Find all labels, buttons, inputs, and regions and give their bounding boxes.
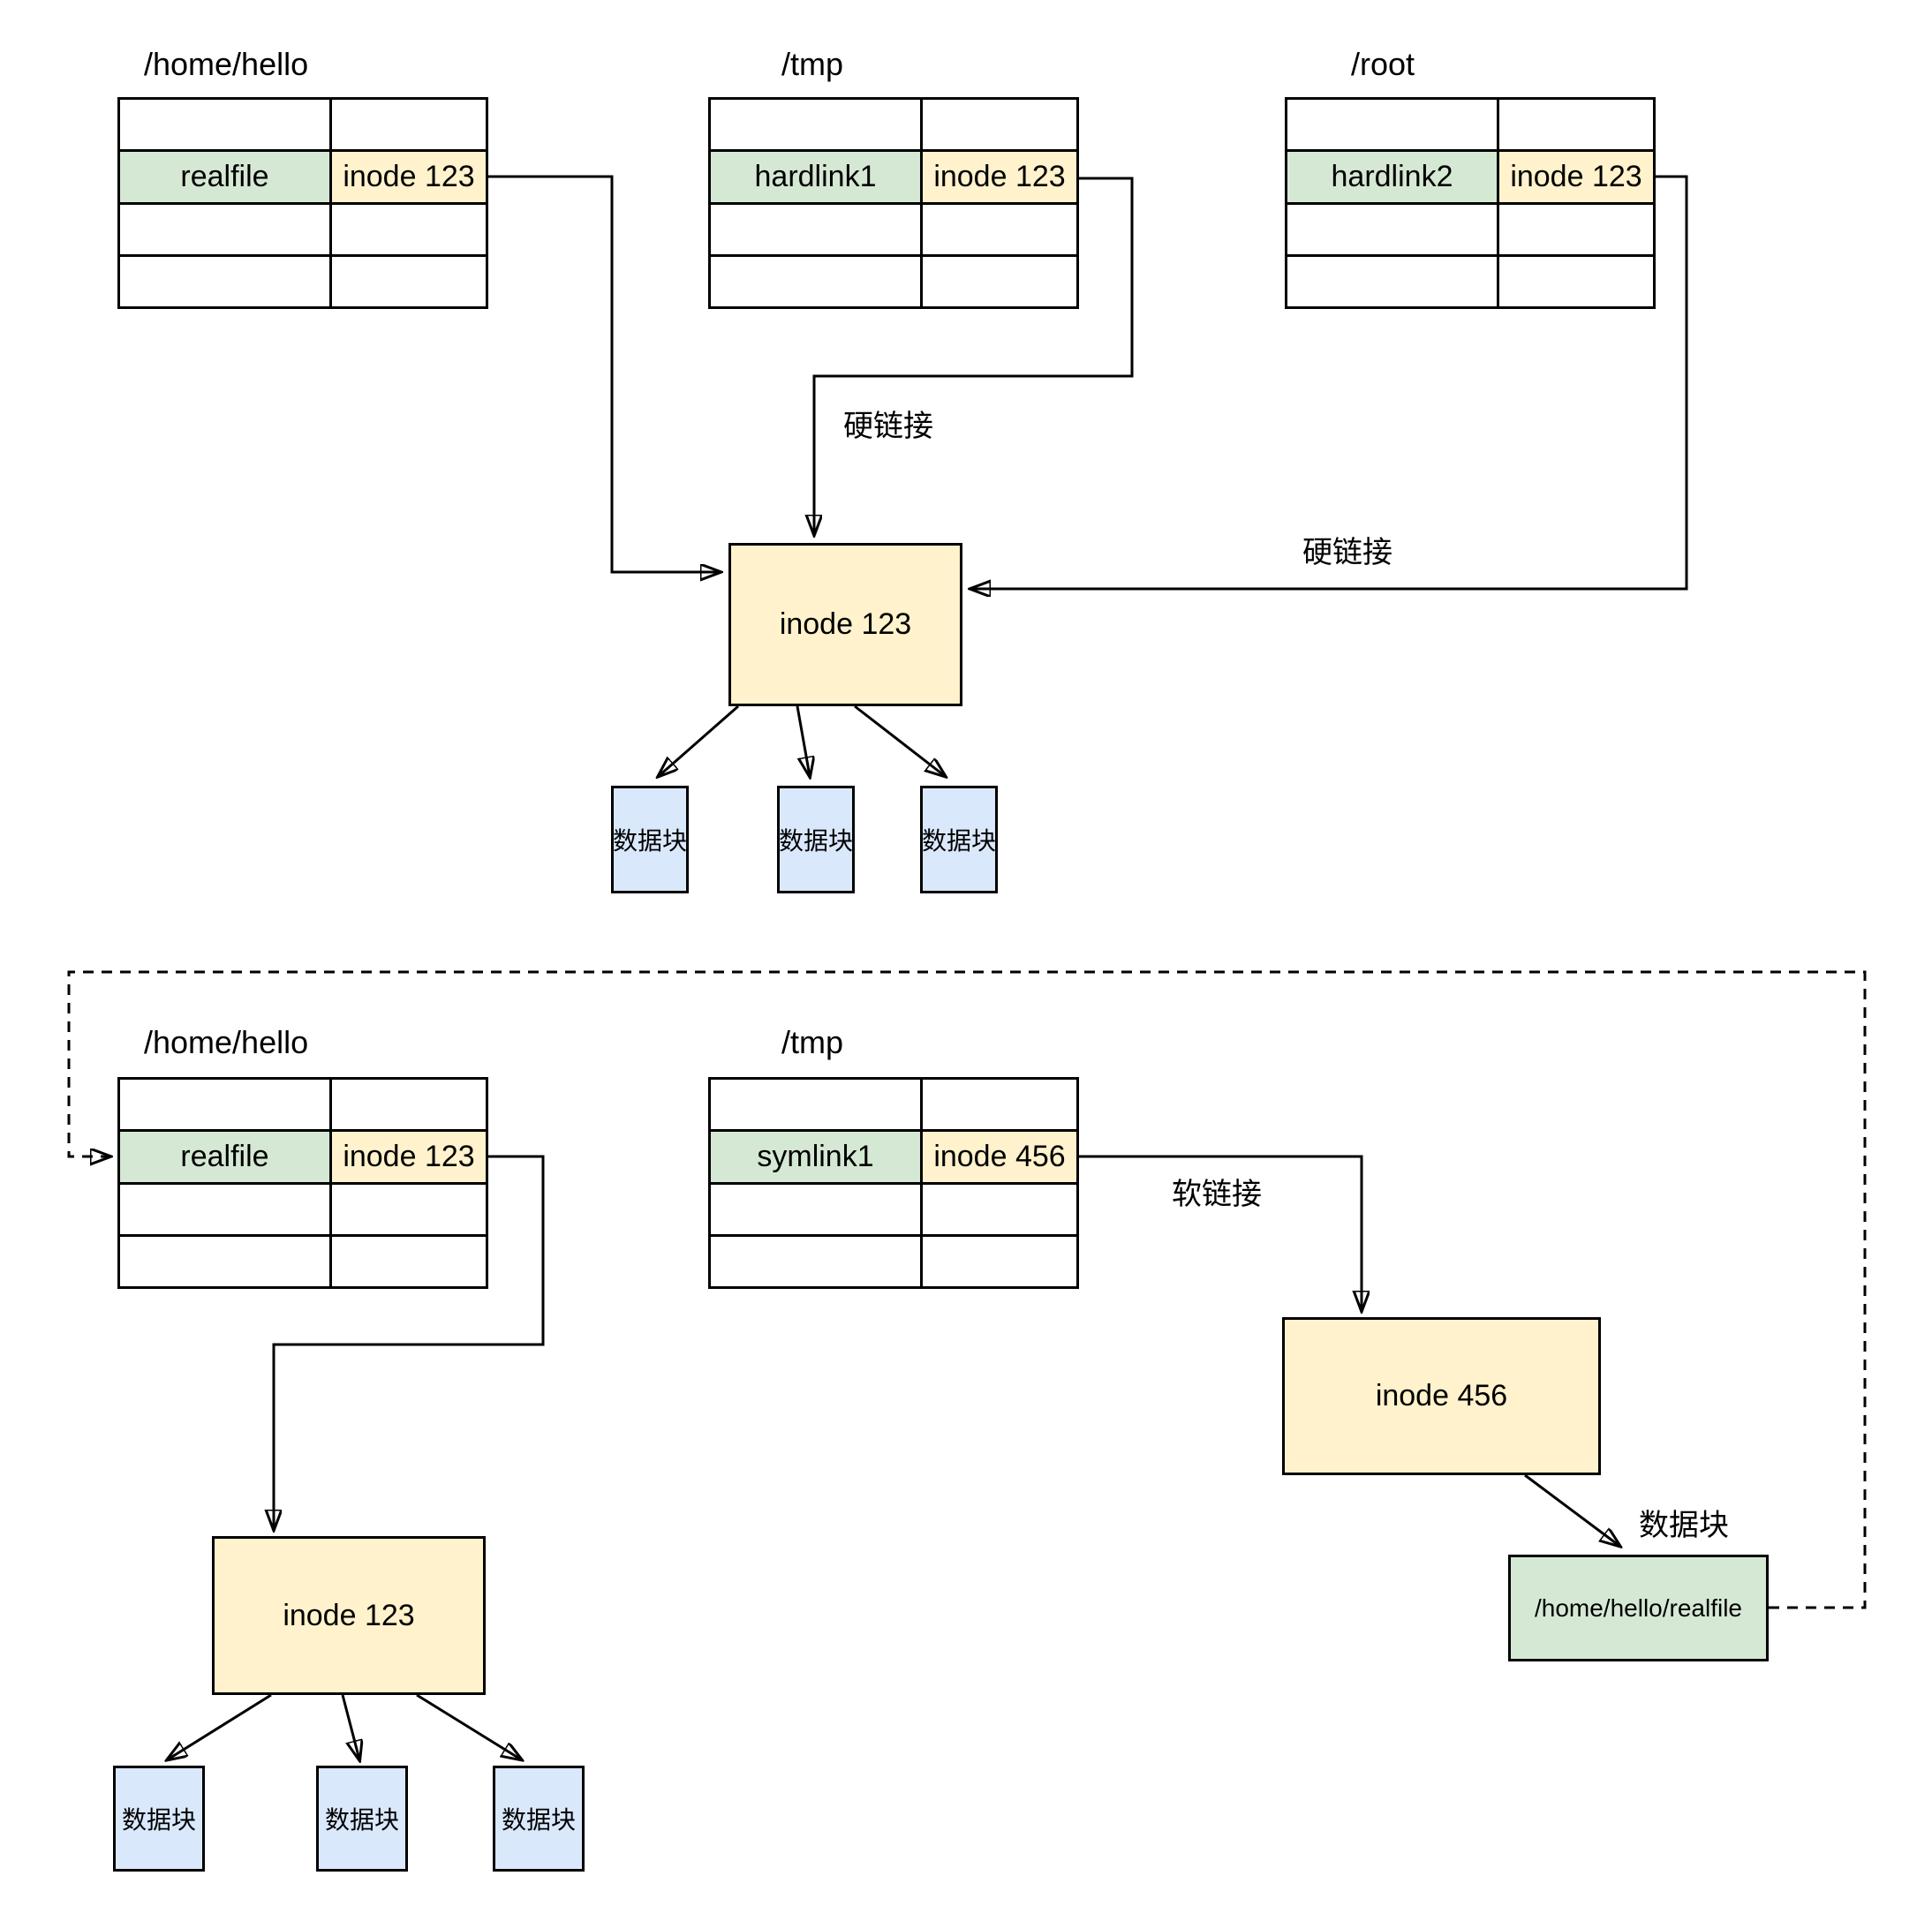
filename-cell-realfile-bottom: realfile [120, 1132, 332, 1182]
inode-to-datablock-arrow-top-3 [854, 704, 945, 776]
inode-to-datablock-arrow-bottom-3 [416, 1693, 521, 1759]
inode-456-box: inode 456 [1282, 1317, 1601, 1475]
hardlink-arrow-home-hello [488, 175, 720, 572]
data-block-bottom-3: 数据块 [493, 1766, 585, 1872]
table-title-home-hello-bottom: /home/hello [144, 1024, 309, 1060]
inode-123-box-top: inode 123 [728, 543, 962, 706]
filename-cell-hardlink1: hardlink1 [711, 152, 923, 202]
inode-cell-hardlink2: inode 123 [1499, 152, 1653, 202]
table-title-tmp-bottom: /tmp [781, 1024, 844, 1060]
inode-123-box-bottom: inode 123 [212, 1536, 486, 1695]
data-block-top-2: 数据块 [777, 786, 855, 893]
realfile-path-box: /home/hello/realfile [1508, 1555, 1769, 1661]
table-title-home-hello-top: /home/hello [144, 46, 309, 82]
data-block-bottom-2: 数据块 [316, 1766, 408, 1872]
data-block-top-1: 数据块 [611, 786, 689, 893]
inode-to-datablock-arrow-bottom-2 [341, 1694, 359, 1759]
directory-table-root: hardlink2 inode 123 [1285, 97, 1656, 309]
data-block-bottom-1: 数据块 [113, 1766, 205, 1872]
hardlink-label-root: 硬链接 [1302, 536, 1392, 569]
directory-table-tmp-top: hardlink1 inode 123 [708, 97, 1079, 309]
inode-to-datablock-arrow-top-2 [796, 705, 810, 776]
directory-table-home-hello-top: realfile inode 123 [117, 97, 488, 309]
softlink-label: 软链接 [1172, 1178, 1262, 1211]
inode456-to-path-arrow [1524, 1473, 1619, 1546]
filename-cell-symlink1: symlink1 [711, 1132, 923, 1182]
inode-cell-hardlink1: inode 123 [923, 152, 1076, 202]
table-title-root: /root [1351, 46, 1415, 82]
data-block-top-3: 数据块 [920, 786, 998, 893]
filename-cell-realfile-top: realfile [120, 152, 332, 202]
directory-table-tmp-bottom: symlink1 inode 456 [708, 1077, 1079, 1289]
table-title-tmp-top: /tmp [781, 46, 844, 82]
datablock-label-symlink: 数据块 [1639, 1509, 1729, 1542]
inode-cell-realfile-top: inode 123 [332, 152, 486, 202]
directory-table-home-hello-bottom: realfile inode 123 [117, 1077, 488, 1289]
symlink-resolution-dashed-arrow [67, 970, 1867, 1609]
hardlink-label-tmp: 硬链接 [843, 410, 933, 443]
inode-to-datablock-arrow-bottom-1 [168, 1693, 272, 1759]
inode-cell-symlink1: inode 456 [923, 1132, 1076, 1182]
inode-to-datablock-arrow-top-1 [659, 704, 739, 776]
filename-cell-hardlink2: hardlink2 [1287, 152, 1499, 202]
inode-cell-realfile-bottom: inode 123 [332, 1132, 486, 1182]
